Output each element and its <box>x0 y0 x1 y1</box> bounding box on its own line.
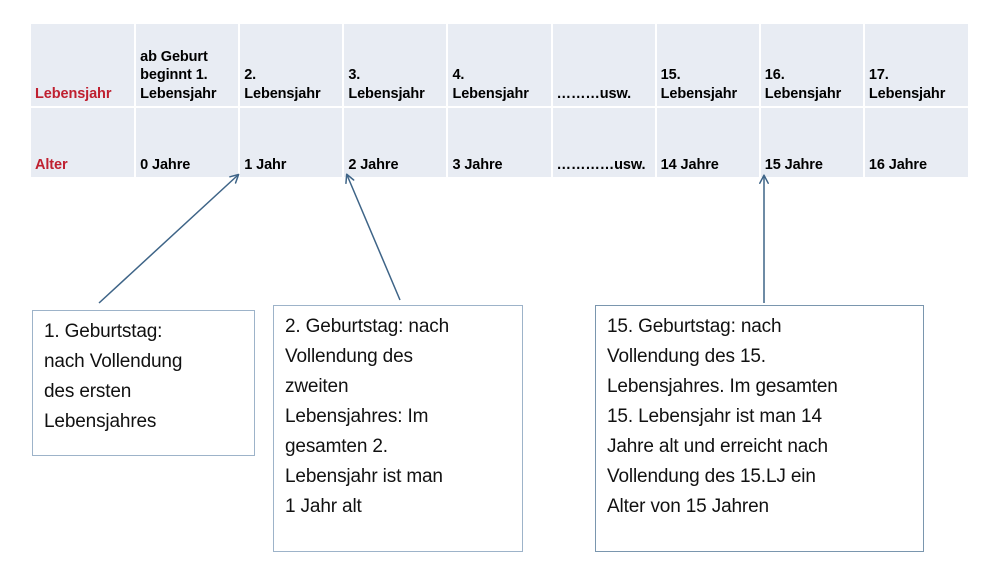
row-label-lebensjahr: Lebensjahr <box>31 24 137 108</box>
cell-line-2: 17. <box>868 67 889 83</box>
cell-alter-1: 1 Jahr <box>239 107 345 177</box>
cell-line-3: Lebensjahr <box>660 85 738 102</box>
cell-lebensjahr-5: 15. Lebensjahr <box>655 24 761 108</box>
cell-line-3: Lebensjahr <box>764 85 842 102</box>
table-row-lebensjahr: Lebensjahr ab Geburt beginnt 1. Lebensja… <box>31 24 968 108</box>
row-label-alter: Alter <box>31 107 137 177</box>
cell-alter-0: 0 Jahre <box>135 107 241 177</box>
cell-lebensjahr-2: 3. Lebensjahr <box>343 24 449 108</box>
cell-line-1: ab Geburt <box>140 48 208 65</box>
callout-box-1-geburtstag: 1. Geburtstag: nach Vollendung des erste… <box>32 310 255 456</box>
cell-line-2: 15. <box>660 67 681 83</box>
cell-lebensjahr-4: ………usw. <box>551 24 657 108</box>
cell-lebensjahr-1: 2. Lebensjahr <box>239 24 345 108</box>
cell-lebensjahr-6: 16. Lebensjahr <box>759 24 865 108</box>
arrow-to-2-jahre <box>345 173 401 301</box>
cell-alter-2: 2 Jahre <box>343 107 449 177</box>
cell-line-2: 4. <box>452 67 465 83</box>
cell-alter-7: 16 Jahre <box>863 107 968 177</box>
cell-alter-3: 3 Jahre <box>447 107 553 177</box>
cell-line-2: 16. <box>764 67 785 83</box>
callout-box-2-geburtstag: 2. Geburtstag: nach Vollendung des zweit… <box>273 305 523 552</box>
cell-lebensjahr-3: 4. Lebensjahr <box>447 24 553 108</box>
cell-lebensjahr-7: 17. Lebensjahr <box>863 24 968 108</box>
lebensjahr-alter-table: Lebensjahr ab Geburt beginnt 1. Lebensja… <box>31 24 968 177</box>
cell-line-2: beginnt 1. <box>140 67 208 83</box>
cell-alter-6: 15 Jahre <box>759 107 865 177</box>
cell-alter-4: …………usw. <box>551 107 657 177</box>
cell-line-3: ………usw. <box>556 85 632 102</box>
cell-line-3: Lebensjahr <box>140 85 217 102</box>
cell-line-3: Lebensjahr <box>244 85 321 102</box>
callout-box-15-geburtstag: 15. Geburtstag: nach Vollendung des 15. … <box>595 305 924 552</box>
cell-lebensjahr-0: ab Geburt beginnt 1. Lebensjahr <box>135 24 241 108</box>
cell-line-3: Lebensjahr <box>868 85 946 102</box>
cell-line-3: Lebensjahr <box>452 85 529 102</box>
cell-alter-5: 14 Jahre <box>655 107 761 177</box>
cell-line-2: 3. <box>348 67 361 83</box>
cell-line-2: 2. <box>244 67 257 83</box>
arrow-to-1-jahr <box>98 173 240 304</box>
cell-line-3: Lebensjahr <box>348 85 425 102</box>
table-row-alter: Alter 0 Jahre 1 Jahr 2 Jahre 3 Jahre ………… <box>31 107 968 177</box>
